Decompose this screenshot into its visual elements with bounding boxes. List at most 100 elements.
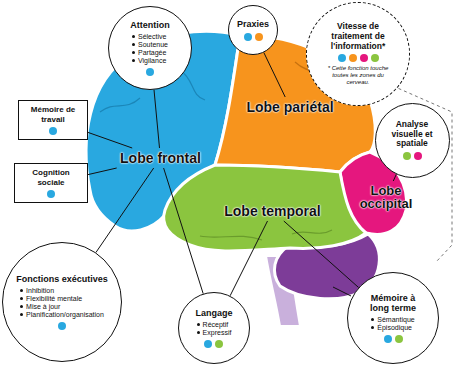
leader-line [88, 132, 132, 148]
callout-circle: Praxies [228, 5, 278, 55]
callout-circle: Fonctions exécutivesInhibitionFlexibilit… [2, 242, 122, 362]
color-dot [414, 152, 422, 160]
node-content: Lobe occipital [354, 184, 418, 210]
callout-heading: Mémoire de travail [24, 105, 82, 123]
bullet-text: Expressif [203, 329, 232, 337]
bullet-marker [371, 326, 374, 329]
callout-heading: Analyse visuelle et spatiale [384, 120, 440, 149]
bullet-text: Planification/organisation [26, 311, 104, 319]
color-dot [215, 340, 223, 348]
bullet-item: Vigilance [132, 57, 166, 65]
callout-circle: Vitesse de traitement de l'information* *… [306, 2, 410, 106]
node-content: Analyse visuelle et spatiale [384, 120, 440, 160]
bullet-item: Mise à jour [20, 303, 60, 311]
bullet-text: Épisodique [377, 324, 412, 332]
bullet-item: Réceptif [197, 321, 229, 329]
brain-fold [180, 70, 205, 100]
node-content: Lobe frontal [120, 151, 201, 165]
temporal-lobe [164, 165, 366, 251]
leader-line [96, 168, 154, 253]
callout-circle: Analyse visuelle et spatiale [375, 103, 450, 178]
bullet-marker [197, 331, 200, 334]
leader-line [154, 90, 160, 148]
color-dots [244, 33, 263, 41]
bullet-text: Sémantique [377, 316, 414, 324]
bullet-marker [132, 59, 135, 62]
leader-line [264, 53, 285, 98]
bullet-item: Flexibilité mentale [20, 295, 82, 303]
lobe-label: Lobe frontal [118, 150, 203, 166]
lobe-label: Lobe pariétal [244, 99, 336, 115]
node-content: Mémoire à long termeSémantiqueÉpisodique [362, 293, 424, 343]
callout-heading: Fonctions exécutives [16, 274, 108, 284]
leader-line [284, 221, 359, 288]
color-dots [49, 127, 57, 135]
bullet-list: RéceptifExpressif [197, 321, 232, 337]
bullet-item: Planification/organisation [20, 311, 104, 319]
color-dot [338, 54, 346, 62]
node-content: Lobe pariétal [246, 100, 333, 114]
color-dot [384, 335, 392, 343]
leader-line [230, 221, 267, 296]
lobe-name: Lobe frontal [120, 151, 201, 165]
callout-box: Cognition sociale [14, 163, 88, 203]
brain-fold [100, 98, 140, 112]
bullet-text: Soutenue [138, 41, 168, 49]
color-dots [403, 152, 422, 160]
leader-line [164, 168, 204, 294]
callout-circle: AttentionSélectiveSoutenuePartagéeVigila… [108, 6, 192, 90]
color-dot [255, 33, 263, 41]
bullet-marker [20, 305, 23, 308]
callout-heading: Cognition sociale [20, 168, 82, 186]
bullet-text: Flexibilité mentale [26, 295, 82, 303]
bullet-marker [20, 313, 23, 316]
node-content: Cognition sociale [20, 168, 82, 197]
color-dots [58, 322, 66, 330]
color-dots [338, 54, 379, 62]
color-dot [371, 54, 379, 62]
bullet-list: SélectiveSoutenuePartagéeVigilance [132, 33, 168, 65]
node-content: LangageRéceptifExpressif [195, 308, 232, 347]
lobe-label: Lobe temporal [222, 203, 323, 219]
color-dot [349, 54, 357, 62]
bullet-item: Partagée [132, 49, 166, 57]
bullet-item: Sémantique [371, 316, 414, 324]
color-dot [204, 340, 212, 348]
node-content: Vitesse de traitement de l'information* *… [321, 22, 395, 86]
brain-fold [200, 236, 262, 240]
bullet-marker [132, 35, 135, 38]
bullet-marker [20, 297, 23, 300]
leader-line [393, 174, 396, 181]
bullet-marker [132, 51, 135, 54]
bullet-item: Inhibition [20, 287, 54, 295]
lobe-name: Lobe occipital [354, 184, 418, 210]
bullet-marker [371, 318, 374, 321]
node-content: Mémoire de travail [24, 105, 82, 134]
bullet-marker [20, 289, 23, 292]
node-content: Lobe temporal [224, 204, 320, 218]
bullet-list: SémantiqueÉpisodique [371, 316, 414, 332]
color-dot [360, 54, 368, 62]
color-dot [146, 68, 154, 76]
callout-heading: Langage [195, 308, 232, 318]
callout-circle: Mémoire à long termeSémantiqueÉpisodique [347, 272, 439, 364]
footnote: * Cette fonction touche toutes les zones… [321, 65, 395, 86]
callout-circle: LangageRéceptifExpressif [178, 292, 250, 364]
color-dot [395, 335, 403, 343]
callout-heading: Attention [130, 20, 170, 30]
node-content: Praxies [237, 19, 269, 40]
callout-box: Mémoire de travail [18, 100, 88, 140]
bullet-text: Mise à jour [26, 303, 60, 311]
color-dots [204, 340, 223, 348]
callout-heading: Vitesse de traitement de l'information* [321, 22, 395, 51]
color-dot [49, 127, 57, 135]
bullet-text: Vigilance [138, 57, 166, 65]
leader-line [333, 287, 351, 296]
color-dot [47, 190, 55, 198]
color-dot [403, 152, 411, 160]
bullet-text: Inhibition [26, 287, 54, 295]
color-dots [47, 190, 55, 198]
color-dots [146, 68, 154, 76]
bullet-marker [132, 43, 135, 46]
